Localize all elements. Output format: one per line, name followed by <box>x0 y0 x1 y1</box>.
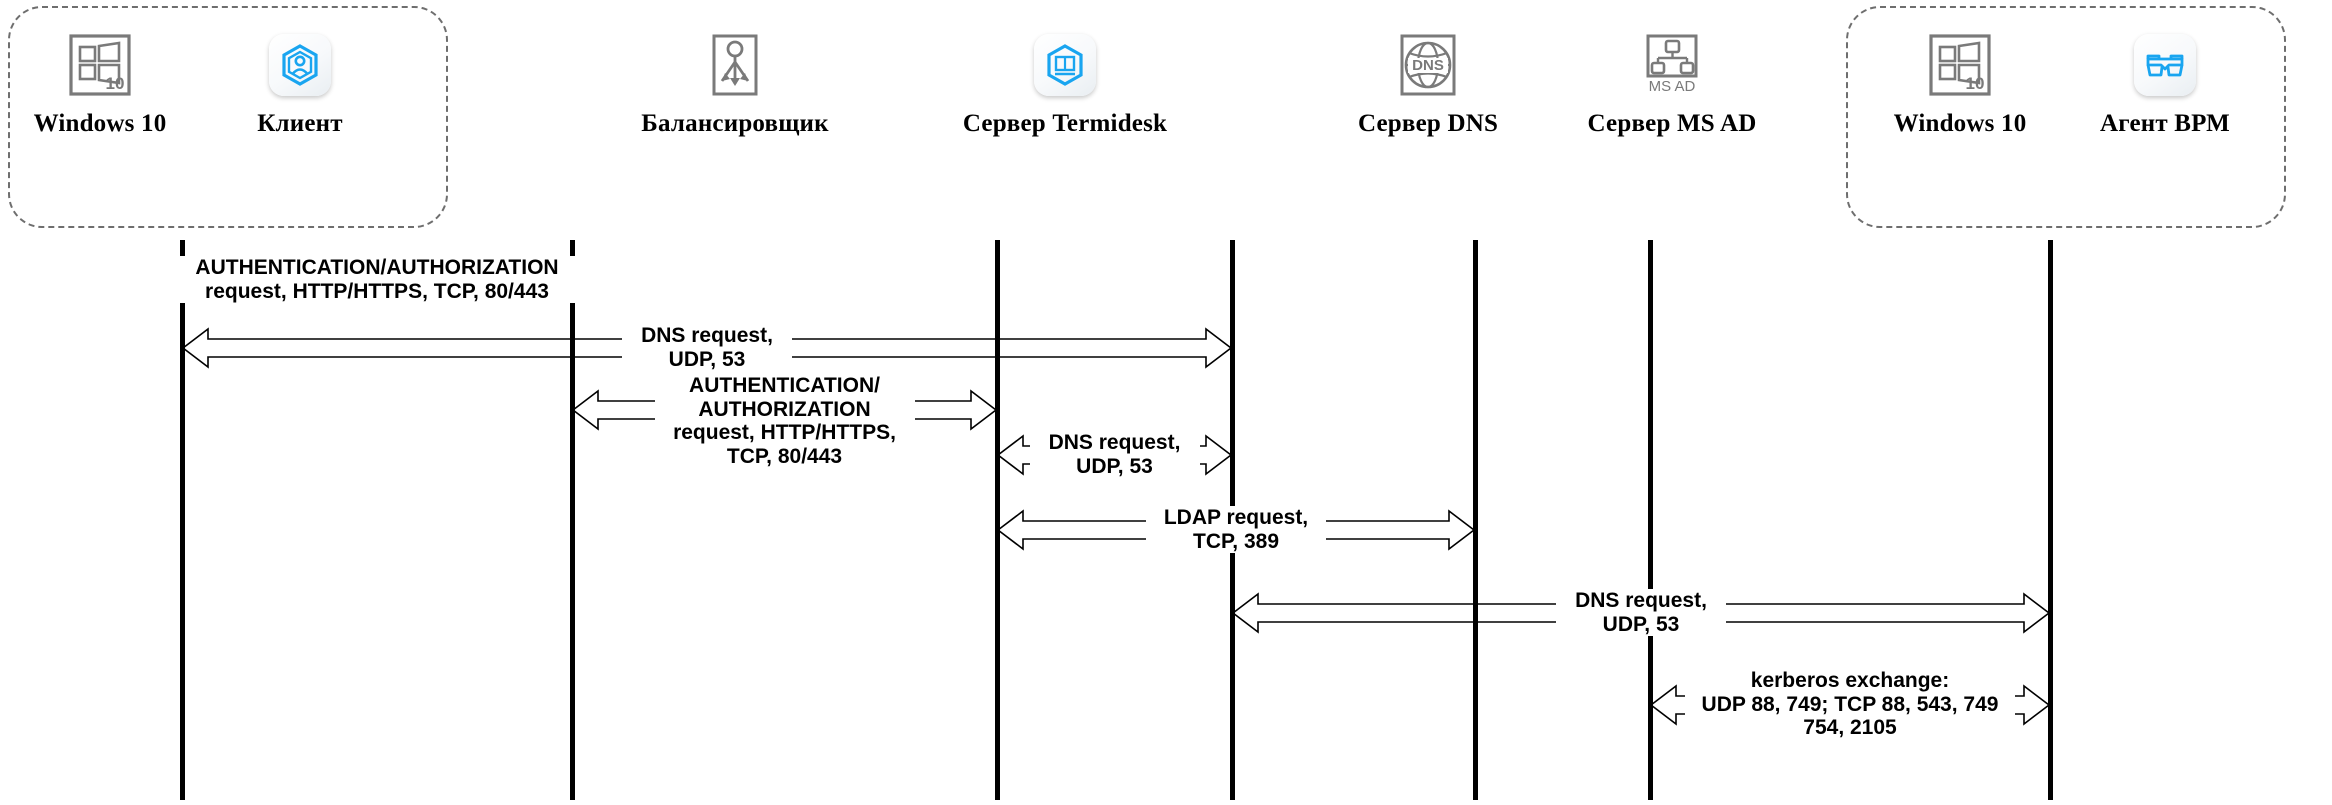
lifeline-termidesk <box>995 240 1000 800</box>
termidesk-server-icon <box>1034 34 1096 96</box>
participant-balancer[interactable]: Балансировщик <box>620 28 850 138</box>
lifeline-balancer <box>570 240 575 800</box>
msg-ldap-termidesk-msad: LDAP request, TCP, 389 <box>997 506 1475 554</box>
message-arrow <box>997 434 1232 476</box>
lifeline-client <box>180 240 185 800</box>
windows-10-icon: 10 <box>67 32 133 98</box>
termidesk-client-icon-wrap <box>269 28 331 102</box>
lifeline-agent <box>2048 240 2053 800</box>
message-label: AUTHENTICATION/AUTHORIZATION request, HT… <box>167 256 587 304</box>
message-arrow <box>1650 684 2050 726</box>
participant-agent[interactable]: Агент ВРМ <box>2050 28 2280 138</box>
message-label: DNS request, UDP, 53 <box>1029 431 1200 479</box>
msg-kerberos: kerberos exchange: UDP 88, 749; TCP 88, … <box>1650 669 2050 740</box>
svg-text:DNS: DNS <box>1412 57 1444 74</box>
message-label: kerberos exchange: UDP 88, 749; TCP 88, … <box>1685 669 2015 740</box>
load-balancer-icon-wrap <box>702 28 768 102</box>
termidesk-server-icon-wrap <box>1034 28 1096 102</box>
vrm-agent-icon <box>2134 34 2196 96</box>
msg-dns-termidesk: DNS request, UDP, 53 <box>997 431 1232 479</box>
participant-windows10-left[interactable]: 10 Windows 10 <box>0 28 215 138</box>
msg-auth-client-balancer: AUTHENTICATION/AUTHORIZATION request, HT… <box>167 256 587 304</box>
agent-group <box>1846 6 2286 228</box>
ms-ad-icon: MS AD <box>1639 32 1705 98</box>
dns-globe-icon: DNS <box>1395 32 1461 98</box>
participant-label: Windows 10 <box>1893 110 2027 137</box>
participant-label: Сервер MS AD <box>1587 110 1757 137</box>
participant-label: Агент ВРМ <box>2100 110 2230 137</box>
load-balancer-icon <box>702 32 768 98</box>
participant-termidesk[interactable]: Сервер Termidesk <box>950 28 1180 138</box>
message-label: LDAP request, TCP, 389 <box>1146 506 1326 554</box>
msg-dns-agent: DNS request, UDP, 53 <box>1232 589 2050 637</box>
message-arrow <box>1232 592 2050 634</box>
message-label: DNS request, UDP, 53 <box>622 324 792 372</box>
lifeline-win-right <box>1648 240 1653 800</box>
client-group <box>8 6 448 228</box>
message-label: DNS request, UDP, 53 <box>1556 589 1726 637</box>
participant-label: Windows 10 <box>33 110 167 137</box>
message-arrow <box>572 389 997 431</box>
msg-dns-client: DNS request, UDP, 53 <box>182 324 1232 372</box>
participant-label: Сервер DNS <box>1357 110 1499 137</box>
windows-10-icon-wrap: 10 <box>67 28 133 102</box>
msg-auth-balancer-termidesk: AUTHENTICATION/ AUTHORIZATION request, H… <box>572 374 997 469</box>
participant-label: Клиент <box>257 110 343 137</box>
message-label: AUTHENTICATION/ AUTHORIZATION request, H… <box>654 374 915 469</box>
message-arrow <box>182 327 1232 369</box>
participant-label: Балансировщик <box>641 110 829 137</box>
windows-10-icon-wrap: 10 <box>1927 28 1993 102</box>
svg-text:10: 10 <box>106 74 125 93</box>
participant-windows10-right[interactable]: 10 Windows 10 <box>1845 28 2075 138</box>
participant-client[interactable]: Клиент <box>185 28 415 138</box>
participant-dns[interactable]: DNS Сервер DNS <box>1313 28 1543 138</box>
termidesk-client-icon <box>269 34 331 96</box>
participant-label: Сервер Termidesk <box>962 110 1168 137</box>
lifeline-msad <box>1473 240 1478 800</box>
message-arrow <box>997 509 1475 551</box>
dns-globe-icon-wrap: DNS <box>1395 28 1461 102</box>
participant-msad[interactable]: MS AD Сервер MS AD <box>1557 28 1787 138</box>
ms-ad-icon-wrap: MS AD <box>1639 28 1705 102</box>
windows-10-icon: 10 <box>1927 32 1993 98</box>
svg-text:10: 10 <box>1966 74 1985 93</box>
svg-text:MS AD: MS AD <box>1649 78 1696 95</box>
vrm-agent-icon-wrap <box>2134 28 2196 102</box>
